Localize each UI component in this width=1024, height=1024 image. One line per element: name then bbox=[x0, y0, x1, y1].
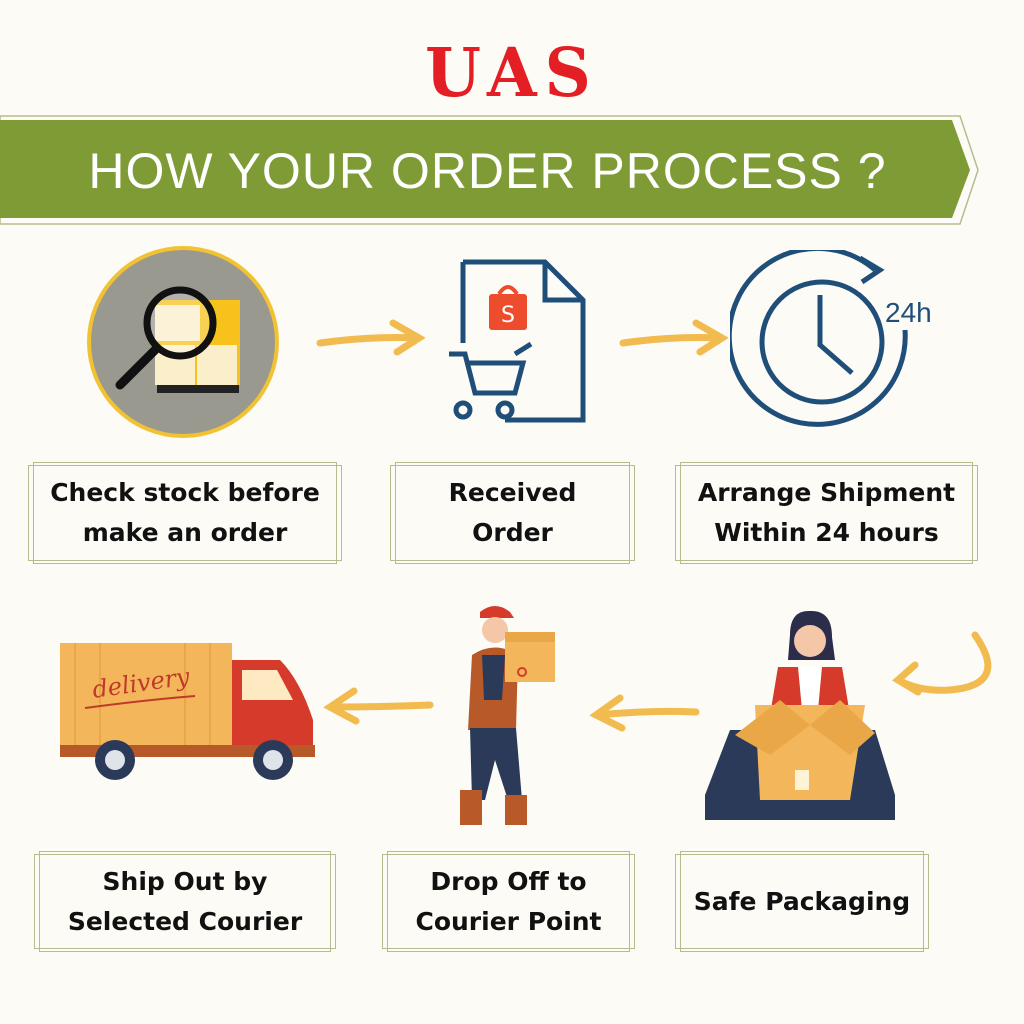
courier-man-icon bbox=[460, 606, 555, 825]
step-label: Arrange Shipment Within 24 hours bbox=[697, 478, 956, 547]
svg-text:S: S bbox=[501, 303, 515, 328]
arrow-left-icon bbox=[323, 687, 434, 725]
step-safe-packaging: Safe Packaging bbox=[675, 851, 929, 952]
brand-logo: UAS bbox=[425, 34, 599, 113]
arrow-right-icon bbox=[316, 319, 425, 356]
shop-order-cart-icon: S bbox=[449, 259, 586, 423]
step-received-order: Received Order bbox=[390, 462, 635, 564]
clock-24h-label: 24h bbox=[885, 297, 932, 328]
curved-arrow-icon bbox=[892, 631, 992, 696]
arrow-left-icon bbox=[589, 694, 700, 732]
delivery-truck-icon: delivery bbox=[60, 643, 315, 780]
arrow-right-icon bbox=[619, 319, 728, 356]
step-label: Ship Out by Selected Courier bbox=[67, 866, 303, 936]
clock-24h-icon: 24h bbox=[730, 250, 932, 427]
step-label: Drop Off to Courier Point bbox=[415, 866, 602, 936]
packaging-woman-icon bbox=[705, 610, 895, 820]
step-drop-off: Drop Off to Courier Point bbox=[382, 851, 635, 952]
step-arrange-shipment: Arrange Shipment Within 24 hours bbox=[675, 462, 978, 564]
step-label: Safe Packaging bbox=[693, 886, 911, 916]
step-ship-out: Ship Out by Selected Courier bbox=[34, 851, 336, 952]
page-title: HOW YOUR ORDER PROCESS ? bbox=[88, 143, 887, 199]
magnifier-stock-icon bbox=[87, 246, 279, 438]
step-check-stock: Check stock before make an order bbox=[28, 462, 342, 564]
step-label: Received Order bbox=[448, 478, 577, 547]
title-banner bbox=[0, 115, 979, 225]
step-label: Check stock before make an order bbox=[50, 478, 320, 547]
